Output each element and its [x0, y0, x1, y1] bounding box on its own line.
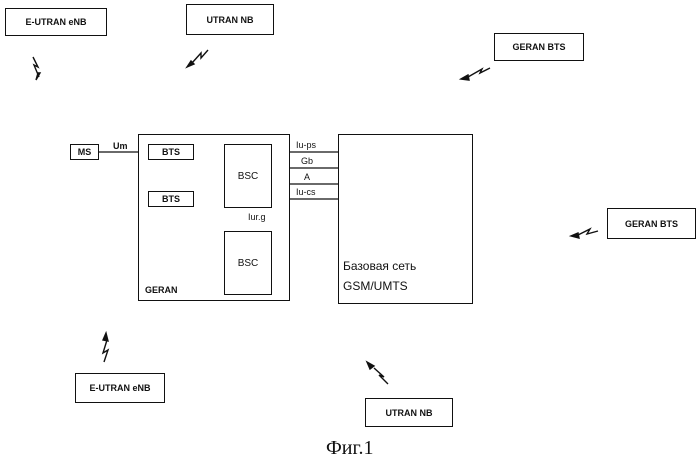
radio-bolt-icon	[103, 340, 108, 362]
eutran-enb-label: E-UTRAN eNB	[89, 383, 150, 393]
ms-label: MS	[78, 147, 92, 157]
geran-label: GERAN	[145, 285, 178, 295]
bsc-node: BSC	[224, 231, 272, 295]
um-label: Um	[113, 141, 128, 151]
bts-node: BTS	[148, 144, 194, 160]
bts-label: BTS	[162, 194, 180, 204]
arrowhead-icon	[461, 75, 469, 80]
radio-bolt-icon	[578, 229, 598, 235]
arrowhead-icon	[367, 362, 374, 369]
core-network-label: Базовая сеть	[343, 259, 416, 273]
utran-nb-label: UTRAN NB	[207, 15, 254, 25]
arrowhead-icon	[103, 333, 108, 341]
geran-bts-node: GERAN BTS	[494, 33, 584, 61]
a-label: A	[304, 172, 310, 182]
geran-bts-node: GERAN BTS	[607, 208, 696, 239]
radio-bolt-icon	[192, 50, 208, 63]
bts-label: BTS	[162, 147, 180, 157]
core-network-type-label: GSM/UMTS	[343, 279, 408, 293]
geran-bts-label: GERAN BTS	[625, 219, 678, 229]
iu-cs-label: Iu-cs	[296, 187, 316, 197]
iur-g-label: Iur.g	[248, 212, 266, 222]
bsc-label: BSC	[238, 171, 259, 182]
utran-nb-node: UTRAN NB	[186, 4, 274, 35]
eutran-enb-node: E-UTRAN eNB	[5, 8, 107, 36]
radio-bolt-icon	[374, 368, 388, 384]
bsc-label: BSC	[238, 258, 259, 269]
arrowhead-icon	[571, 233, 579, 238]
eutran-enb-node: E-UTRAN eNB	[75, 373, 165, 403]
bts-node: BTS	[148, 191, 194, 207]
iu-ps-label: Iu-ps	[296, 140, 316, 150]
core-network-node: Базовая сеть GSM/UMTS	[338, 134, 473, 304]
gb-label: Gb	[301, 156, 313, 166]
bsc-node: BSC	[224, 144, 272, 208]
utran-nb-node: UTRAN NB	[365, 398, 453, 427]
ms-node: MS	[70, 144, 99, 160]
geran-bts-label: GERAN BTS	[512, 42, 565, 52]
radio-bolt-icon	[468, 68, 490, 77]
eutran-enb-label: E-UTRAN eNB	[25, 17, 86, 27]
utran-nb-label: UTRAN NB	[386, 408, 433, 418]
figure-caption: Фиг.1	[326, 437, 373, 460]
